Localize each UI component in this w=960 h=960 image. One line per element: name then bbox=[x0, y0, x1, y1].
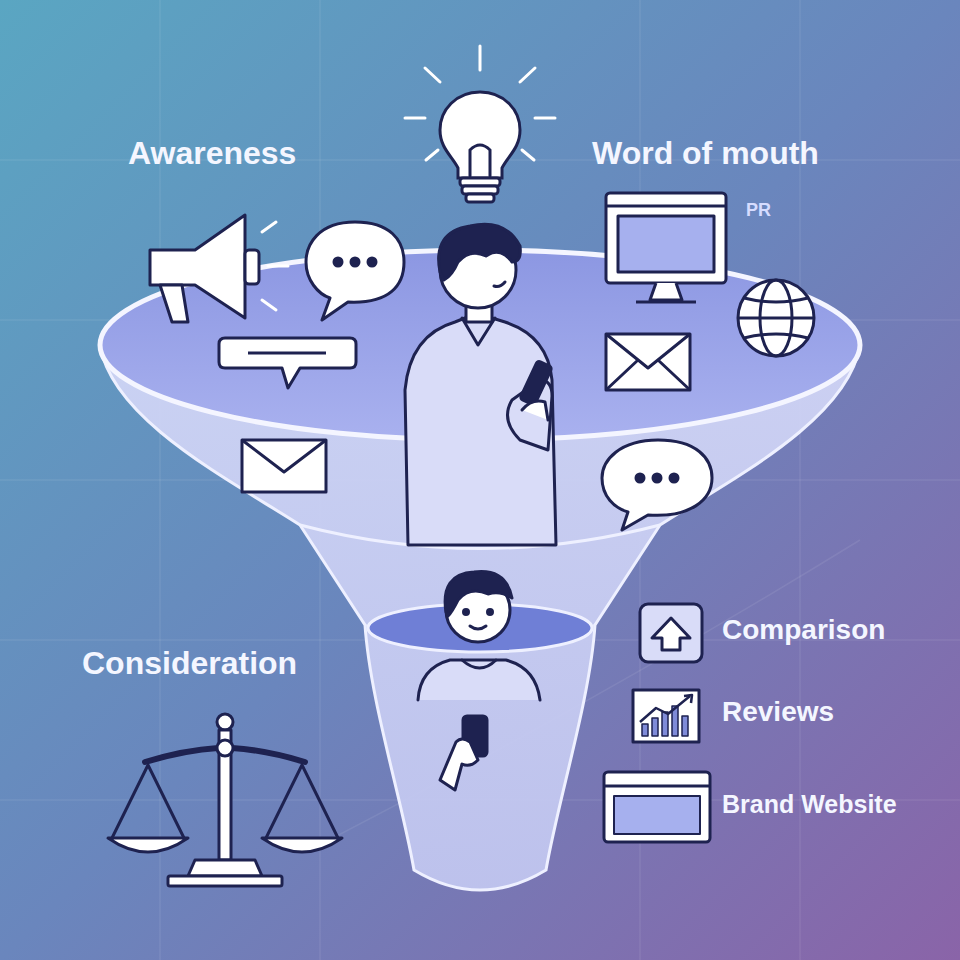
speech-bubble-icon-part bbox=[670, 474, 678, 482]
comparison-icon-part bbox=[640, 604, 702, 662]
person-top-part bbox=[494, 282, 505, 287]
megaphone-icon-part-part bbox=[262, 300, 276, 310]
globe-icon-part bbox=[738, 317, 814, 320]
person-bottom-part bbox=[418, 660, 540, 700]
reviews-icon-part-part bbox=[652, 718, 658, 736]
lightbulb-icon-part bbox=[440, 92, 520, 178]
monitor-icon-part bbox=[606, 205, 726, 208]
scale-icon-part bbox=[108, 838, 188, 852]
reviews-icon bbox=[633, 690, 699, 742]
website-icon bbox=[604, 772, 710, 842]
website-icon-part bbox=[614, 796, 700, 834]
monitor-icon-part bbox=[618, 216, 714, 272]
lightbulb-icon-part bbox=[470, 145, 490, 176]
scale-icon-part bbox=[217, 740, 233, 756]
speech-bubble-icon-part bbox=[306, 222, 404, 320]
globe-icon-part bbox=[744, 298, 808, 338]
reviews-icon-part bbox=[684, 695, 692, 703]
lightbulb-icon-part-part bbox=[535, 117, 555, 120]
lightbulb-icon-part-part bbox=[479, 46, 482, 70]
speech-bubble-icon-part bbox=[653, 474, 661, 482]
envelope-icon bbox=[606, 334, 690, 390]
touchpoint-label: Comparison bbox=[722, 614, 885, 646]
reviews-icon-part bbox=[640, 696, 690, 722]
scale-icon-part bbox=[168, 876, 282, 886]
envelope-icon-part bbox=[606, 334, 690, 390]
megaphone-icon-part bbox=[262, 222, 288, 310]
person-bottom-part bbox=[462, 660, 496, 668]
person-bottom-part bbox=[464, 610, 469, 615]
website-icon-part bbox=[604, 772, 710, 842]
envelope-icon-part bbox=[242, 440, 326, 472]
lightbulb-icon-part bbox=[466, 194, 494, 202]
speech-bubble-icon-part bbox=[636, 474, 644, 482]
lightbulb-icon-part-part bbox=[426, 150, 438, 160]
speech-bubble-icon bbox=[306, 222, 404, 320]
lightbulb-icon-part bbox=[405, 46, 555, 160]
stage-label: Awareness bbox=[128, 135, 296, 172]
envelope-icon bbox=[242, 440, 326, 492]
channel-label: PR bbox=[746, 200, 771, 221]
touchpoint-label: Brand Website bbox=[722, 790, 897, 819]
megaphone-icon-part-part bbox=[262, 222, 276, 232]
monitor-icon bbox=[606, 193, 726, 302]
globe-icon-part bbox=[738, 280, 814, 356]
scale-icon-part bbox=[188, 860, 262, 876]
person-top-part bbox=[405, 316, 556, 545]
reviews-icon-part-part bbox=[642, 724, 648, 736]
megaphone-icon-part-part bbox=[268, 265, 288, 268]
person-top-part bbox=[439, 224, 521, 280]
reviews-icon-part bbox=[633, 690, 699, 742]
megaphone-icon bbox=[150, 215, 288, 322]
reviews-icon-part bbox=[642, 706, 688, 736]
person-top bbox=[405, 224, 556, 545]
lightbulb-icon-part-part bbox=[425, 68, 440, 82]
lightbulb-icon-part-part bbox=[520, 68, 535, 82]
reviews-icon-part-part bbox=[682, 716, 688, 736]
website-icon-part bbox=[604, 785, 710, 788]
lightbulb-icon-part-part bbox=[405, 117, 425, 120]
monitor-icon-part bbox=[606, 193, 726, 283]
person-top-part bbox=[520, 361, 552, 406]
scale-icon-part bbox=[217, 714, 233, 730]
person-bottom-part bbox=[470, 626, 486, 629]
monitor-icon-part bbox=[650, 283, 682, 300]
monitor-icon-part bbox=[636, 301, 696, 304]
speech-bubble-icon-part bbox=[351, 258, 359, 266]
channel-label: Word of mouth bbox=[592, 135, 819, 172]
globe-icon bbox=[738, 280, 814, 356]
speech-bubble-icon bbox=[602, 440, 712, 530]
person-bottom-part bbox=[445, 572, 512, 616]
comparison-icon bbox=[640, 604, 702, 662]
scale-icon-part bbox=[262, 838, 342, 852]
person-top-part bbox=[522, 401, 548, 420]
envelope-icon-part bbox=[242, 440, 326, 492]
speech-bubble-icon-part bbox=[334, 258, 342, 266]
reviews-icon-part-part bbox=[662, 712, 668, 736]
message-bubble-icon-part bbox=[219, 338, 356, 388]
person-bottom-part bbox=[440, 739, 478, 790]
scale-icon-part bbox=[112, 765, 338, 838]
envelope-icon-part bbox=[606, 334, 690, 390]
comparison-icon-part bbox=[652, 618, 690, 650]
lightbulb-icon-part-part bbox=[522, 150, 534, 160]
speech-bubble-icon-part bbox=[602, 440, 712, 530]
person-bottom bbox=[418, 572, 540, 790]
touchpoint-label: Reviews bbox=[722, 696, 834, 728]
megaphone-icon-part bbox=[245, 250, 259, 284]
speech-bubble-icon-part bbox=[368, 258, 376, 266]
person-bottom-part bbox=[488, 610, 493, 615]
message-bubble-icon-part bbox=[248, 352, 326, 355]
megaphone-icon-part bbox=[160, 285, 188, 322]
stage-label: Consideration bbox=[82, 645, 297, 682]
scale-icon bbox=[108, 714, 342, 886]
lightbulb-icon bbox=[405, 46, 555, 202]
message-bubble-icon bbox=[219, 338, 356, 388]
